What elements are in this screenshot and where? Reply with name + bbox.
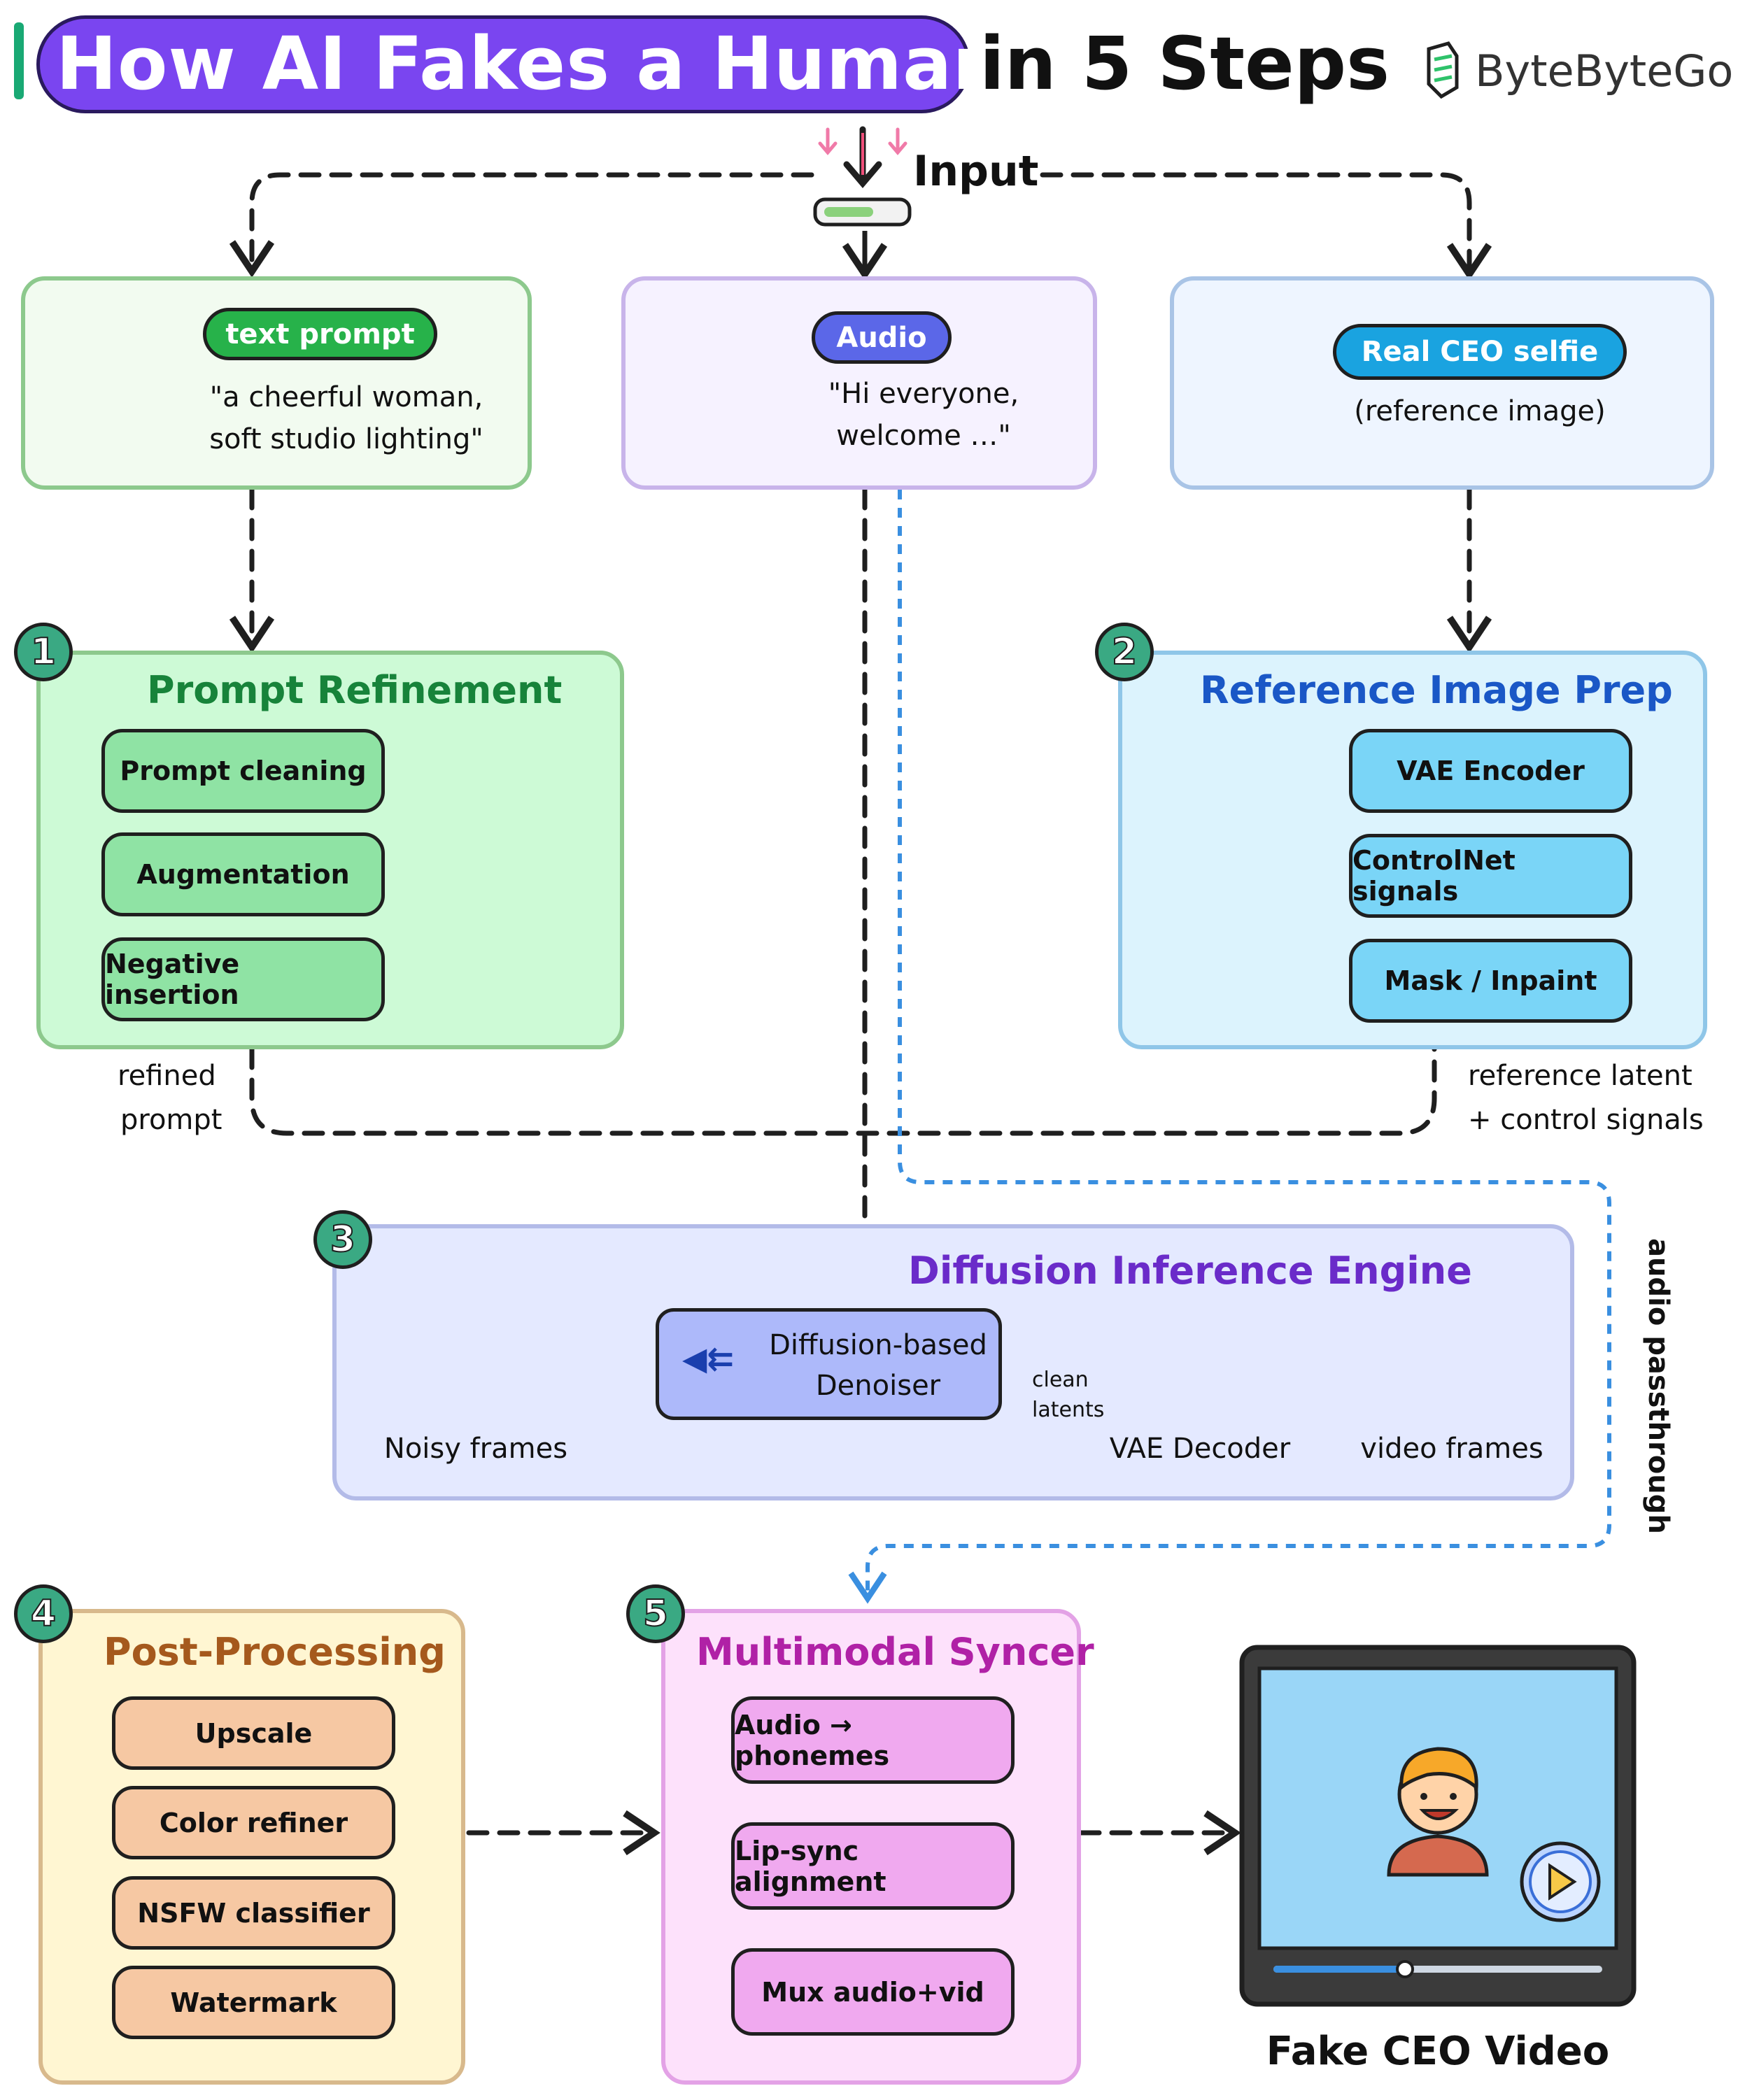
step4-item-nsfw-classifier: NSFW classifier bbox=[112, 1876, 395, 1950]
page-title-highlight: How AI Fakes a Human bbox=[56, 21, 1005, 106]
step2-title: Reference Image Prep bbox=[1200, 668, 1673, 712]
bytebytego-logo-icon bbox=[1427, 41, 1459, 99]
selfie-tag: Real CEO selfie bbox=[1333, 324, 1627, 380]
step5-item-mux: Mux audio+vid bbox=[731, 1948, 1015, 2036]
text-prompt-box bbox=[21, 276, 532, 490]
step5-item-lip-sync: Lip-sync alignment bbox=[731, 1822, 1015, 1910]
audio-quote-line2: welcome …" bbox=[836, 420, 1011, 452]
text-prompt-quote-line2: soft studio lighting" bbox=[209, 423, 483, 455]
input-icon bbox=[813, 126, 912, 227]
refined-prompt-label-line2: prompt bbox=[120, 1104, 222, 1136]
reference-latent-label-line2: + control signals bbox=[1468, 1104, 1704, 1136]
audio-passthrough-line bbox=[848, 490, 1611, 1604]
denoiser-label-line1: Diffusion-based bbox=[769, 1329, 987, 1361]
refined-prompt-label-line1: refined bbox=[118, 1060, 216, 1092]
step4-number: 4 bbox=[14, 1584, 73, 1643]
text-prompt-tag: text prompt bbox=[203, 308, 437, 360]
step2-number: 2 bbox=[1095, 623, 1154, 681]
step2-item-controlnet-signals: ControlNet signals bbox=[1349, 834, 1632, 918]
denoiser-box bbox=[656, 1308, 1002, 1420]
step5-title: Multimodal Syncer bbox=[696, 1630, 1094, 1674]
step3-title: Diffusion Inference Engine bbox=[908, 1249, 1472, 1293]
selfie-box bbox=[1170, 276, 1714, 490]
step4-item-color-refiner: Color refiner bbox=[112, 1786, 395, 1859]
brand-name: ByteByteGo bbox=[1475, 45, 1734, 97]
selfie-caption: (reference image) bbox=[1354, 395, 1606, 427]
video-frames-label: video frames bbox=[1360, 1433, 1543, 1465]
input-connectors bbox=[229, 172, 1492, 1856]
audio-tag: Audio bbox=[812, 311, 952, 364]
step2-item-mask-inpaint: Mask / Inpaint bbox=[1349, 939, 1632, 1023]
step3-number: 3 bbox=[313, 1210, 372, 1269]
step5-item-audio-phonemes: Audio → phonemes bbox=[731, 1696, 1015, 1784]
step5-number: 5 bbox=[626, 1584, 685, 1643]
output-caption: Fake CEO Video bbox=[1266, 2029, 1610, 2074]
accent-bar bbox=[14, 22, 24, 99]
audio-passthrough-label: audio passthrough bbox=[1642, 1238, 1674, 1534]
audio-quote-line1: "Hi everyone, bbox=[828, 378, 1019, 410]
video-player bbox=[1239, 1645, 1637, 2007]
step1-number: 1 bbox=[14, 623, 73, 681]
vae-decoder-label: VAE Decoder bbox=[1109, 1433, 1291, 1465]
clean-latents-label-line2: latents bbox=[1032, 1398, 1105, 1422]
step4-title: Post-Processing bbox=[104, 1630, 446, 1674]
denoiser-icon: ◀⇇ bbox=[682, 1340, 734, 1377]
video-avatar-icon bbox=[1387, 1747, 1489, 1877]
step1-item-prompt-cleaning: Prompt cleaning bbox=[101, 729, 385, 813]
reference-latent-label-line1: reference latent bbox=[1468, 1060, 1693, 1092]
step4-item-watermark: Watermark bbox=[112, 1966, 395, 2039]
step1-item-negative-insertion: Negative insertion bbox=[101, 937, 385, 1021]
input-label: Input bbox=[913, 147, 1039, 196]
step4-item-upscale: Upscale bbox=[112, 1696, 395, 1770]
step1-title: Prompt Refinement bbox=[147, 668, 563, 712]
noisy-frames-label: Noisy frames bbox=[383, 1433, 568, 1465]
play-button-icon bbox=[1520, 1841, 1601, 1922]
step2-item-vae-encoder: VAE Encoder bbox=[1349, 729, 1632, 813]
clean-latents-label-line1: clean bbox=[1032, 1368, 1089, 1392]
step1-item-augmentation: Augmentation bbox=[101, 832, 385, 916]
page-title-rest: in 5 Steps bbox=[980, 21, 1390, 106]
title-highlight-pill bbox=[36, 15, 970, 113]
text-prompt-quote-line1: "a cheerful woman, bbox=[209, 381, 483, 413]
denoiser-label-line2: Denoiser bbox=[815, 1370, 941, 1402]
